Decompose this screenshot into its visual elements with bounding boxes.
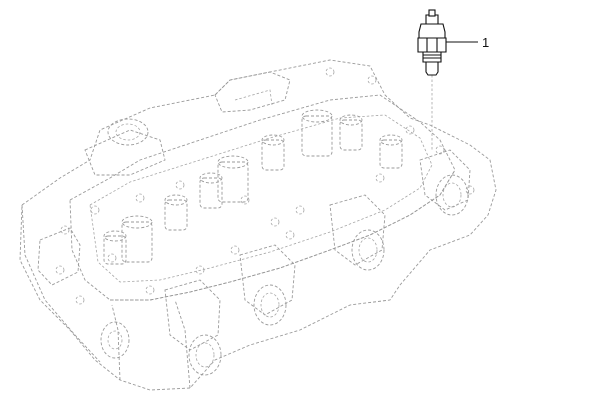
bolt-holes	[55, 67, 475, 305]
rocker-bosses	[164, 149, 471, 376]
temperature-sender-part	[417, 9, 447, 150]
callout-number-1: 1	[482, 35, 489, 50]
valve-cups	[103, 109, 403, 265]
cylinder-head-phantom	[19, 59, 497, 391]
